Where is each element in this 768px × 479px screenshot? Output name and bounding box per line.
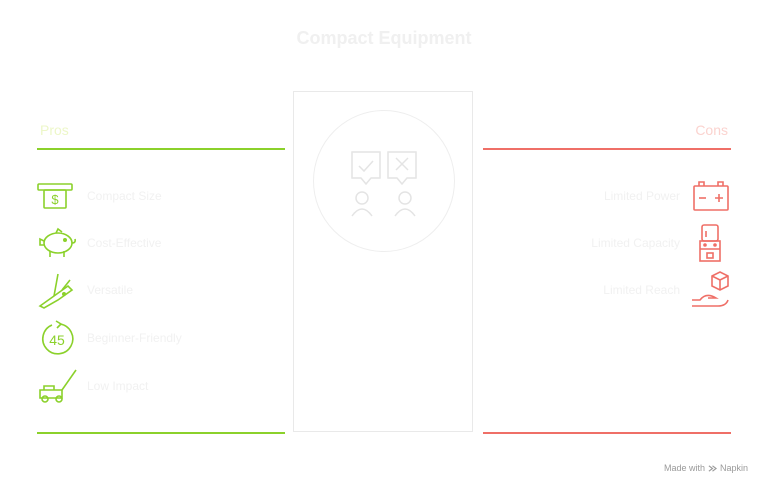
pro-item-beginner-friendly: 45 Beginner-Friendly xyxy=(36,318,182,358)
center-circle xyxy=(313,110,455,252)
pro-item-compact-size: $ Compact Size xyxy=(36,176,162,216)
pro-item-label: Compact Size xyxy=(87,189,162,203)
con-item-label: Limited Capacity xyxy=(591,236,680,250)
swiss-knife-icon xyxy=(38,273,74,309)
pro-item-label: Cost-Effective xyxy=(87,236,162,250)
pros-bottom-rule xyxy=(37,432,285,434)
con-item-label: Limited Power xyxy=(603,189,680,203)
pro-item-cost-effective: Cost-Effective xyxy=(36,223,161,263)
napkin-logo-icon xyxy=(708,464,717,472)
pros-top-rule xyxy=(37,148,285,150)
svg-text:45: 45 xyxy=(49,332,65,348)
pro-item-versatile: Versatile xyxy=(36,270,133,310)
cons-top-rule xyxy=(483,148,731,150)
cons-heading: Cons xyxy=(695,122,728,138)
pro-item-label: Beginner-Friendly xyxy=(87,331,182,345)
atm-money-icon: $ xyxy=(37,183,73,209)
battery-icon xyxy=(693,181,729,211)
lawn-mower-icon xyxy=(39,369,77,403)
pro-item-low-impact: Low Impact xyxy=(36,366,148,406)
pro-item-label: Low Impact xyxy=(87,379,149,393)
con-item-limited-reach: Limited Reach xyxy=(603,270,732,310)
pro-item-label: Versatile xyxy=(87,283,134,297)
water-cooler-icon xyxy=(699,224,721,262)
clock-45-icon: 45 xyxy=(42,320,74,355)
con-item-label: Limited Reach xyxy=(603,283,680,297)
pros-heading: Pros xyxy=(40,122,69,138)
piggy-bank-icon xyxy=(39,227,76,257)
page-title: Compact Equipment xyxy=(296,28,472,48)
footer-text: Made with xyxy=(663,463,705,473)
cons-bottom-rule xyxy=(483,432,731,434)
con-item-limited-power: Limited Power xyxy=(604,176,732,216)
pros-cons-people-icon xyxy=(351,151,417,217)
footer-brand: Napkin xyxy=(719,463,748,473)
footer-credit[interactable]: Made with Napkin xyxy=(664,463,748,473)
hand-box-icon xyxy=(692,271,729,307)
con-item-limited-capacity: Limited Capacity xyxy=(591,223,732,263)
svg-text:$: $ xyxy=(51,192,59,207)
